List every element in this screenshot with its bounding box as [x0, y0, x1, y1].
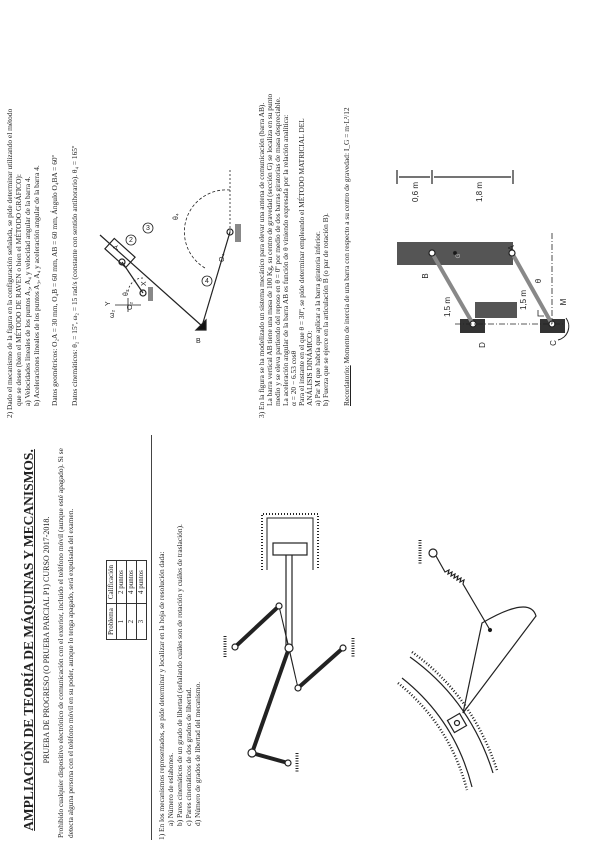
problem1-cam-figure [397, 540, 537, 791]
problem2-item-b: b) Aceleraciones lineales de los puntos … [32, 165, 41, 406]
label-theta: θ [534, 278, 543, 283]
label-b: B [421, 273, 430, 278]
label-link-3: 3 [146, 225, 150, 232]
problem1-item-d: d) Número de grados de libertad del meca… [193, 681, 202, 826]
label-1-8m: 1,8 m [475, 182, 484, 202]
table-cell: 4 puntos [136, 560, 147, 604]
rigid-body [462, 606, 537, 714]
reminder-text: Momento de inercia de una barra con resp… [342, 107, 351, 366]
problem1-item-b: b) Pares cinemáticos de un grado de libe… [175, 524, 184, 826]
table-cell: 3 [136, 603, 147, 640]
label-1-5m-upper: 1,5 m [443, 297, 452, 317]
problem2-statement: 2) Dado el mecanismo de la figura en la … [5, 108, 14, 418]
label-o4: O₄ [219, 254, 226, 262]
label-link-4: 4 [205, 278, 209, 285]
exam-rules: Prohibido cualquier dispositivo electrón… [56, 448, 75, 838]
label-theta2: θ₂ [123, 289, 130, 296]
bar-4 [201, 231, 231, 327]
problem3-reminder: Recordatorio: Momento de inercia de una … [342, 107, 351, 406]
label-link-2: 2 [129, 237, 133, 244]
problem3-antenna-figure: 0,6 m 1,8 m 1,5 m 1,5 m B A G D C θ M [396, 170, 570, 348]
label-1-5m-lower: 1,5 m [519, 290, 528, 310]
label-a: A [113, 245, 120, 250]
label-d: D [478, 342, 487, 348]
problem2-kinematic-data: Datos cinemáticos: θ₂ = 15º, ω₂ = 15 rad… [70, 145, 79, 406]
problem1-item-a: a) Número de eslabones. [166, 752, 175, 826]
label-b: B [196, 338, 201, 345]
spring [435, 555, 491, 631]
divider [151, 435, 152, 840]
page-title: AMPLIACIÓN DE TEORÍA DE MÁQUINAS Y MECAN… [21, 449, 36, 831]
link-ac [510, 252, 554, 325]
slider-block [104, 237, 136, 269]
table-cell: 2 puntos [116, 560, 127, 604]
table-header: Problema [106, 603, 117, 640]
guide-inner [401, 677, 473, 788]
pivot-o4 [226, 228, 234, 236]
label-x: X [141, 281, 148, 286]
label-o2: O₂ [127, 302, 134, 310]
table-cell: 1 [116, 603, 127, 640]
problem1-linkage-figure [223, 513, 355, 773]
pivot-o2 [139, 289, 147, 297]
problem1-statement: 1) En los mecanismos representados, se p… [157, 551, 166, 840]
problem2-line: que se desee (bien el MÉTODO DE RAVEN o … [14, 174, 23, 406]
label-omega2: ω₂ [109, 310, 116, 318]
label-y: Y [105, 301, 112, 306]
problem2-mechanism-figure: 4 3 2 B O₄ θ₄ O₂ ω₂ θ₂ Y X A [99, 170, 241, 345]
guide-outer [409, 656, 494, 774]
piston [272, 542, 308, 556]
link-bd [430, 251, 475, 326]
label-g: G [456, 253, 462, 258]
table-cell: 4 puntos [126, 560, 137, 604]
label-theta4: θ₄ [173, 213, 180, 220]
problem2-item-a: a) Velocidades lineales de los puntos A₃… [23, 176, 32, 406]
table-cell: 2 [126, 603, 137, 640]
label-0-6m: 0,6 m [411, 182, 420, 202]
reminder-label: Recordatorio: [342, 365, 351, 406]
problem1-item-c: c) Pares cinemáticos de dos grados de li… [184, 687, 193, 826]
label-a: A [507, 245, 516, 251]
table-header: Calificación [106, 560, 117, 604]
problem3-item-b: b) Fuerza que se ejerce en la articulaci… [321, 213, 330, 406]
problem2-geometric-data: Datos geométricos: O₂A = 30 mm, O₄B = 60… [50, 155, 59, 406]
bar-3 [99, 234, 203, 327]
page-subtitle: PRUEBA DE PROGRESO (O PRUEBA PARCIAL P1)… [42, 516, 51, 764]
label-m: M [559, 298, 568, 305]
label-c: C [549, 340, 558, 346]
